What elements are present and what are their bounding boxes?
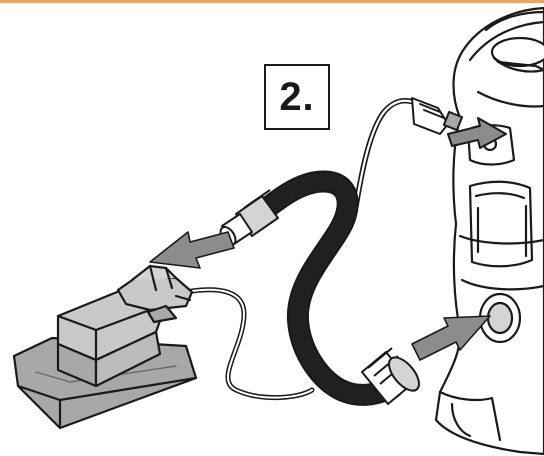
step-number: 2. bbox=[279, 77, 314, 117]
floor-nozzle-icon bbox=[14, 266, 312, 428]
arrow-to-nozzle-icon bbox=[150, 232, 234, 268]
step-number-badge: 2. bbox=[264, 64, 330, 130]
vacuum-cleaner-icon bbox=[436, 8, 544, 454]
